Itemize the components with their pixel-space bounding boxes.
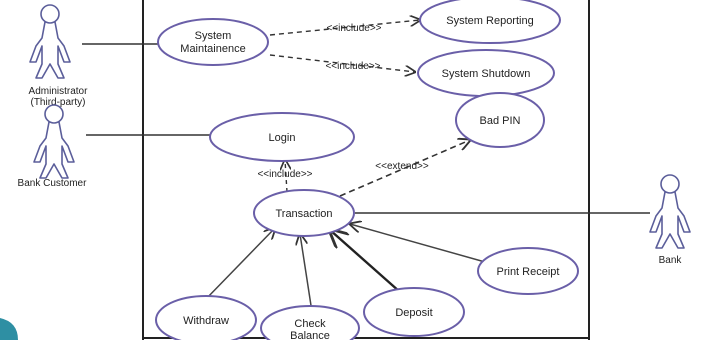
actor-figure [33,121,75,179]
actor-head [40,4,60,24]
use-case-withdraw: Withdraw [155,295,257,340]
gen-line-check-balance [300,234,313,313]
use-case-label: System Shutdown [442,68,531,80]
actor-label: (Third-party) [30,97,85,108]
use-case-print-receipt: Print Receipt [477,247,579,295]
include-line-shutdown [269,54,415,72]
use-case-label: Withdraw [183,315,229,327]
extend-line-bad-pin [339,140,470,197]
gen-line-print-receipt [350,224,486,263]
gen-line-deposit [330,230,401,293]
use-case-label: Transaction [275,208,332,220]
include-label-shutdown: <<include>> [325,61,380,72]
use-case-label: Bad PIN [480,115,521,127]
use-case-deposit: Deposit [363,287,465,337]
use-case-system-shutdown: System Shutdown [417,49,555,97]
actor-label: Bank Customer [18,178,88,189]
use-case-system-maintainence: System Maintainence [157,18,269,66]
use-case-login: Login [209,112,355,162]
include-line-reporting [269,20,420,36]
use-case-label: Login [269,132,296,144]
include-label-login: <<include>> [257,169,312,180]
corner-accent [0,318,18,340]
use-case-label: Deposit [395,307,432,319]
use-case-check-balance: Check Balance [260,305,360,340]
actor-bank: Bank [649,174,691,266]
actor-head [44,104,64,124]
use-case-label: Check [294,318,326,330]
include-label-reporting: <<include>> [326,23,381,34]
use-case-label: Balance [290,330,330,340]
use-case-system-reporting: System Reporting [419,0,561,44]
actor-label: Administrator [29,86,89,97]
actor-administrator: Administrator (Third-party) [29,4,89,108]
actor-head [660,174,680,194]
use-case-label: System Reporting [446,15,533,27]
actor-figure [649,191,691,249]
use-case-label: Maintainence [180,43,245,55]
extend-label-bad-pin: <<extend>> [375,161,429,172]
actor-label: Bank [659,255,683,266]
gen-line-withdraw [204,228,275,301]
use-case-bad-pin: Bad PIN [455,92,545,148]
use-case-label: Print Receipt [497,266,560,278]
use-case-label: System [195,30,232,42]
include-line-login [285,160,287,193]
actor-bank-customer: Bank Customer [18,104,88,189]
actor-figure [29,21,71,79]
use-case-transaction: Transaction [253,189,355,237]
